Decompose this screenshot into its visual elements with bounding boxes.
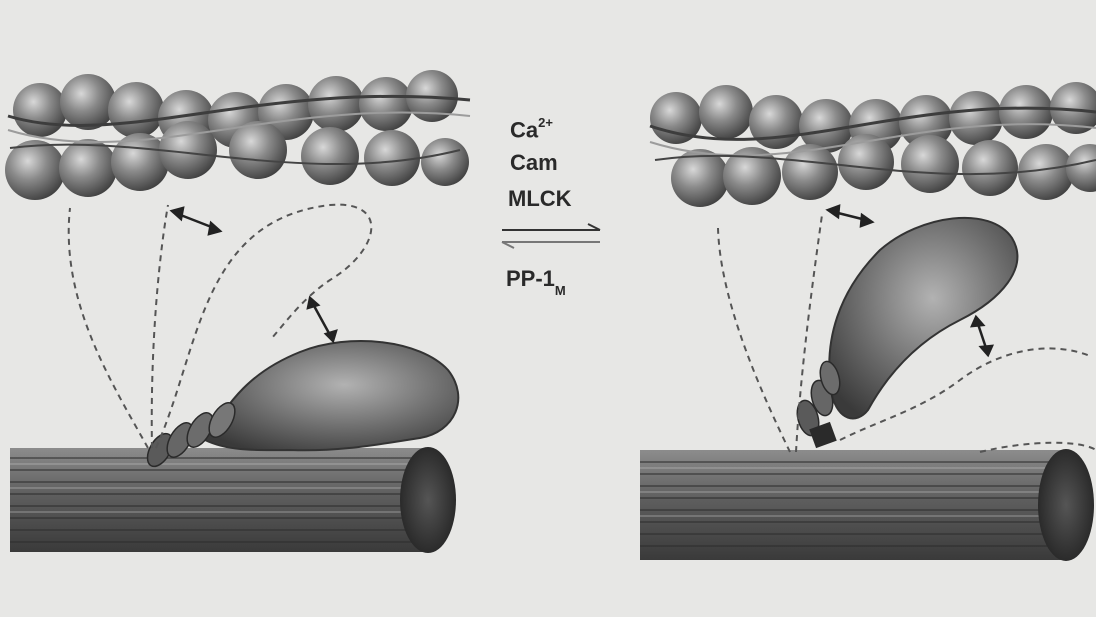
right-myosin-head: [794, 218, 1018, 448]
left-panel-relaxed-state: [5, 70, 470, 553]
right-panel-active-state: [640, 82, 1096, 561]
left-double-headed-arrows: [172, 208, 336, 341]
pp1m-label: PP-1M: [506, 268, 566, 293]
right-thick-filament: [640, 449, 1094, 561]
mlck-label: MLCK: [508, 188, 572, 210]
left-actin-filament: [5, 70, 470, 200]
left-thick-filament: [10, 447, 456, 553]
reversible-equilibrium-arrow-icon: [502, 224, 600, 248]
calmodulin-label: Cam: [510, 152, 558, 174]
calcium-label: Ca2+: [510, 118, 553, 141]
right-actin-filament: [650, 82, 1096, 207]
